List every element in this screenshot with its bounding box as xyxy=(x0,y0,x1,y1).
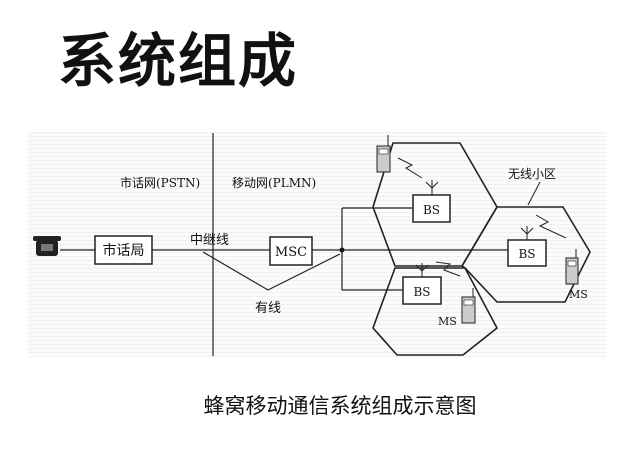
msc-label: MSC xyxy=(275,245,307,260)
ms-label: MS xyxy=(438,315,457,328)
mobile-phone-icon xyxy=(376,135,391,173)
pstn-label: 市话网(PSTN) xyxy=(120,175,200,190)
msc-box xyxy=(269,236,313,266)
bs-label: BS xyxy=(413,285,430,299)
mobile-phone-icon xyxy=(565,249,579,285)
cell-label: 无线小区 xyxy=(508,167,556,181)
trunk-label: 中继线 xyxy=(190,233,229,248)
radio-link-icon xyxy=(397,157,567,277)
bs-box-bottom xyxy=(402,276,442,305)
telephone-icon xyxy=(33,236,61,256)
page-title: 系统组成 xyxy=(58,27,299,95)
wired-link xyxy=(202,251,341,291)
cell-hexagons xyxy=(372,142,591,356)
bs-label: BS xyxy=(423,203,440,217)
mobile-phone-icon xyxy=(461,288,476,324)
wired-label: 有线 xyxy=(255,301,281,316)
bs-label: BS xyxy=(518,247,535,261)
local-exchange-label: 市话局 xyxy=(103,242,145,259)
ms-label: MS xyxy=(569,288,588,301)
antenna-icon xyxy=(415,180,534,277)
diagram-caption: 蜂窝移动通信系统组成示意图 xyxy=(203,394,477,418)
plmn-label: 移动网(PLMN) xyxy=(232,176,316,190)
bs-box-top xyxy=(412,194,451,223)
local-exchange-box xyxy=(94,235,153,265)
